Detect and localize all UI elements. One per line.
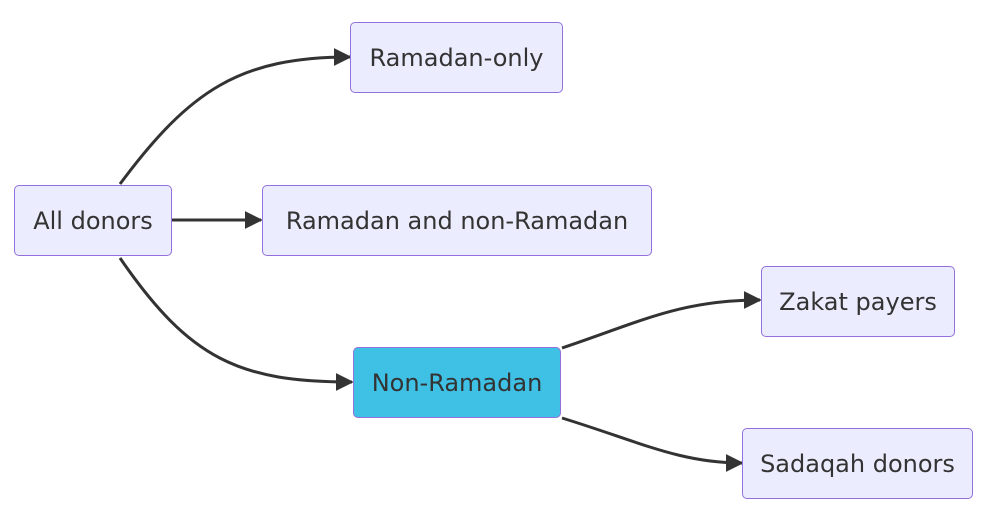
edge-non-ramadan-to-zakat-payers [561,291,762,350]
node-all-donors[interactable]: All donors [14,185,172,256]
node-zakat-payers-label: Zakat payers [779,287,937,316]
edge-non-ramadan-to-sadaqah-donors [561,416,744,472]
node-all-donors-label: All donors [33,206,153,235]
node-ramadan-only-label: Ramadan-only [369,43,544,72]
node-sadaqah-donors[interactable]: Sadaqah donors [742,428,973,499]
node-ramadan-and-non-ramadan-label: Ramadan and non-Ramadan [285,206,629,235]
node-ramadan-and-non-ramadan[interactable]: Ramadan and non-Ramadan [262,185,652,256]
node-sadaqah-donors-label: Sadaqah donors [760,449,955,478]
node-non-ramadan[interactable]: Non-Ramadan [353,347,561,418]
node-ramadan-only[interactable]: Ramadan-only [350,22,563,93]
node-zakat-payers[interactable]: Zakat payers [761,266,955,337]
node-non-ramadan-label: Non-Ramadan [371,368,543,397]
edge-all-donors-to-non-ramadan [118,257,354,391]
edge-all-donors-to-ramadan-only [118,48,352,185]
